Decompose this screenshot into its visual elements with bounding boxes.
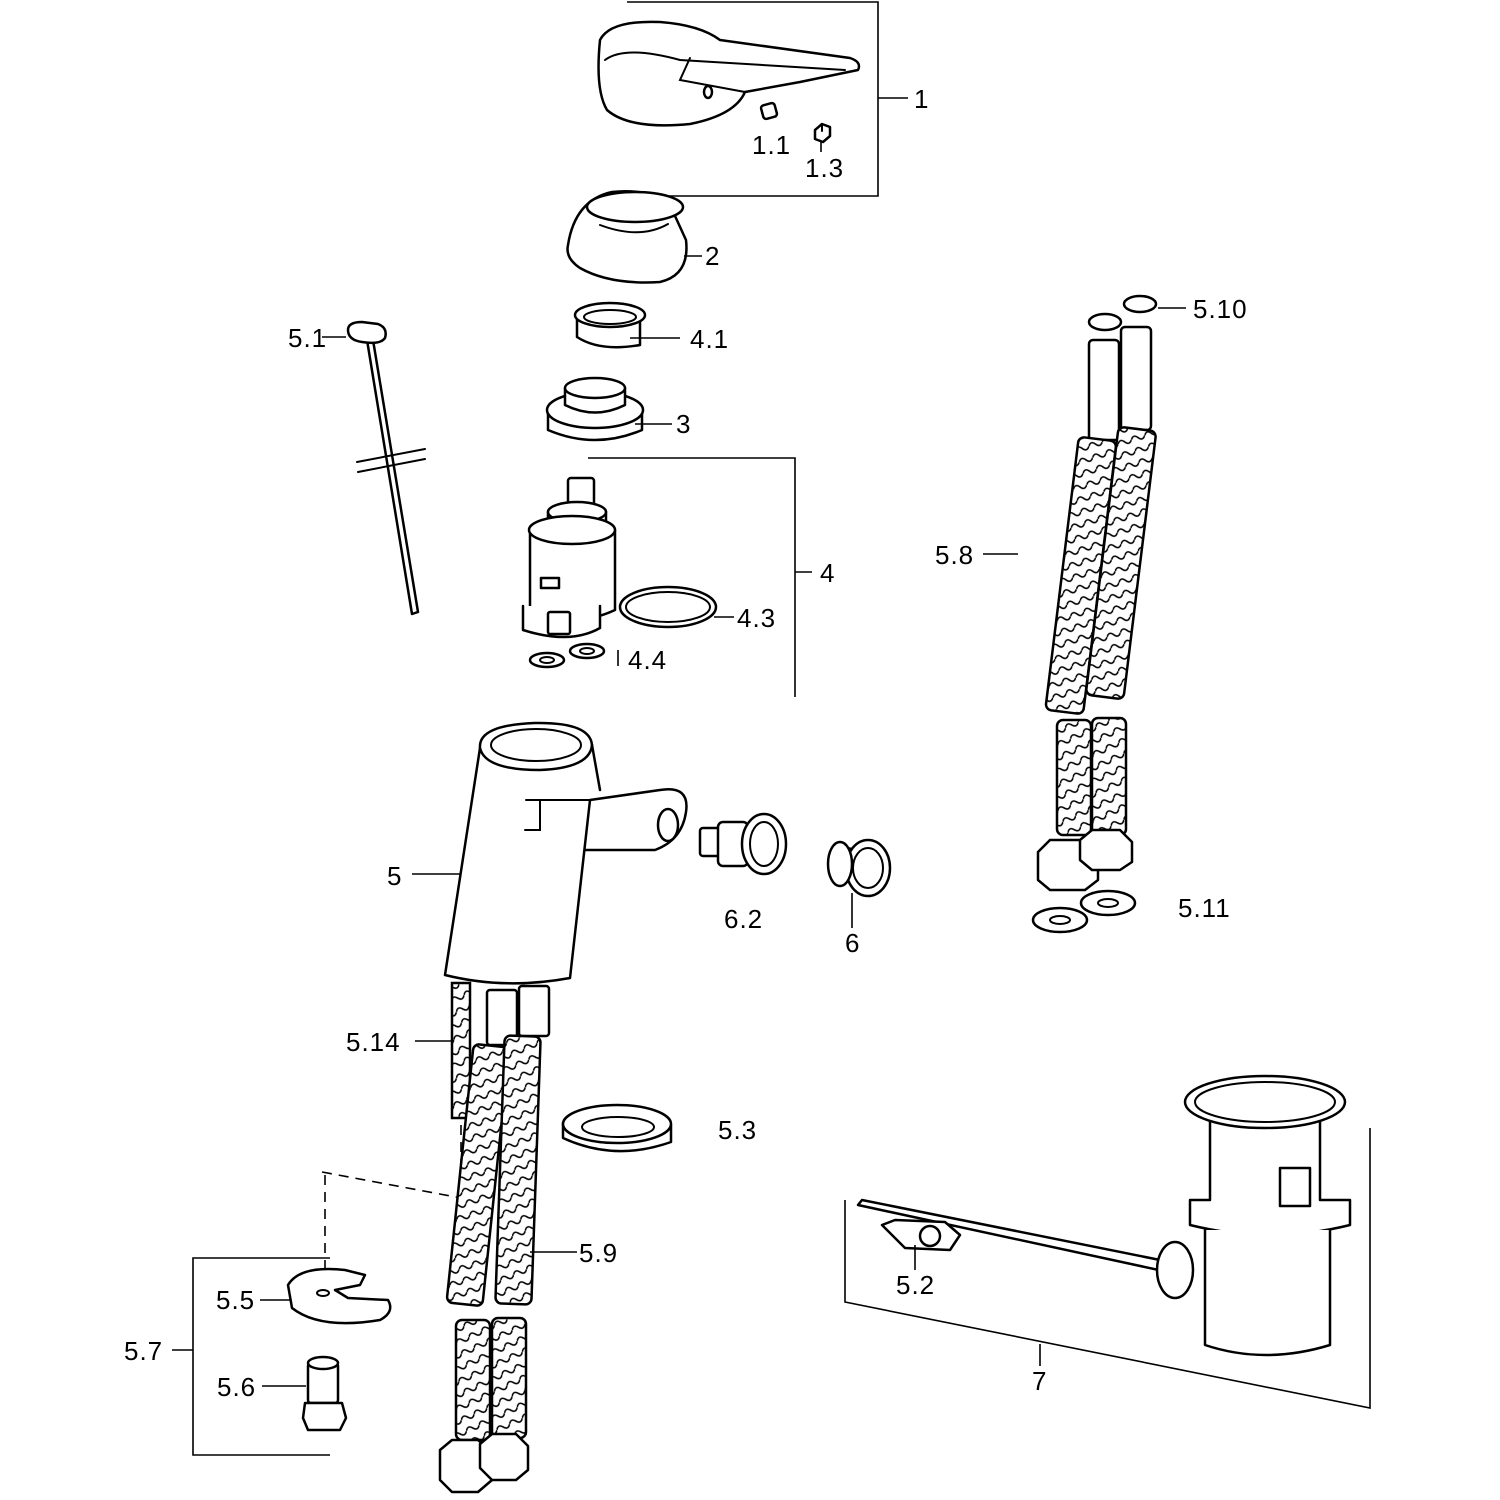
threaded-nut-3 [545,376,645,442]
flex-hoses-5-9 [438,984,551,1494]
label-5-2: 5.2 [896,1270,935,1300]
fixing-plate-5-5 [286,1267,392,1325]
supply-hoses-5-8 [1031,294,1158,934]
o-ring-4-3 [618,585,718,629]
pop-up-waste-7 [856,1074,1352,1357]
label-5-9: 5.9 [579,1238,618,1268]
fixing-washer-5-3 [561,1103,673,1153]
label-4-4: 4.4 [628,645,667,675]
label-5-11: 5.11 [1178,893,1231,923]
label-5-6: 5.6 [217,1372,256,1402]
label-4-3: 4.3 [737,603,776,633]
seals-4-4 [528,642,606,669]
pop-up-rod-5-1 [346,320,426,616]
cartridge [521,476,617,639]
label-1: 1 [914,84,929,114]
label-2: 2 [705,241,720,271]
nut-1-3 [813,122,832,144]
lever-handle [597,20,861,127]
label-1-1: 1.1 [752,130,791,160]
adapter-ring-4-1 [573,301,647,349]
label-5-14: 5.14 [346,1027,401,1057]
part-labels: 1 1.1 1.3 2 4.1 3 4 4.3 4.4 5.1 5 6.2 6 … [124,84,1248,1402]
label-7: 7 [1032,1366,1047,1396]
mixer-body [443,721,688,985]
label-5-7: 5.7 [124,1336,163,1366]
aerator-6 [826,838,892,898]
label-5: 5 [387,861,402,891]
label-6: 6 [845,928,860,958]
flow-regulator-6-2 [698,812,788,876]
label-1-3: 1.3 [805,153,844,183]
label-4-1: 4.1 [690,324,729,354]
grub-screw-1-1 [759,101,779,121]
label-5-8: 5.8 [935,540,974,570]
label-5-3: 5.3 [718,1115,757,1145]
label-3: 3 [676,409,691,439]
label-5-10: 5.10 [1193,294,1248,324]
label-5-1: 5.1 [288,323,327,353]
cover-cap [566,190,688,284]
label-6-2: 6.2 [724,904,763,934]
label-4: 4 [820,558,835,588]
label-5-5: 5.5 [216,1285,255,1315]
threaded-sleeve-5-6 [301,1355,348,1432]
threaded-stud-5-14 [450,981,472,1120]
